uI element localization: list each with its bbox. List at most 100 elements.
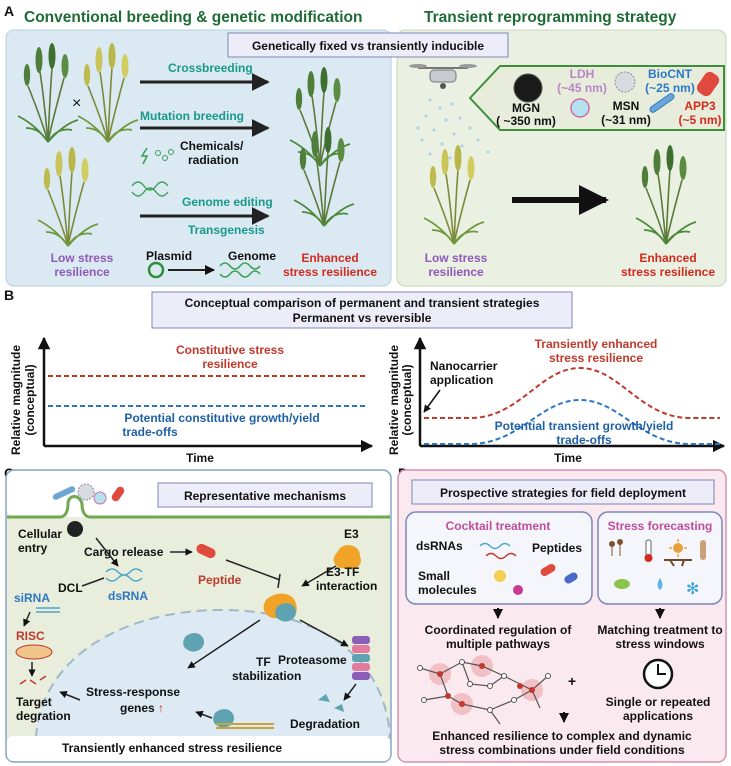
fungus-icon <box>609 539 623 556</box>
biocnt-particle <box>614 71 636 93</box>
proteasome-label: Proteasome <box>278 653 347 667</box>
right-y-label-1: Relative magnitude <box>387 345 401 455</box>
plus-sign: + <box>568 673 576 689</box>
nanocarrier-arrow <box>423 389 441 413</box>
right-red-curve <box>424 366 720 419</box>
matching-line-2: stress windows <box>615 637 705 651</box>
dcl-inhibit <box>81 577 105 587</box>
e3tf-label-2: interaction <box>316 579 377 593</box>
biocnt-tube <box>649 93 675 113</box>
e3-arrow <box>301 565 337 587</box>
dsrna-icon <box>105 568 143 582</box>
complex-to-tf-arrow <box>187 619 261 669</box>
tf-to-genes-arrow <box>195 710 213 719</box>
left-red-label-1: Constitutive stress <box>176 343 284 357</box>
right-blue-label-2: trade-offs <box>556 433 612 447</box>
e3tf-label-1: E3-TF <box>326 565 359 579</box>
clock-icon <box>642 658 674 690</box>
coord-line-2: multiple pathways <box>446 637 550 651</box>
forecast-box <box>597 511 723 605</box>
tf-label-2: stabilization <box>232 669 301 683</box>
cargo-release-label: Cargo release <box>84 545 164 559</box>
panel-b-banner-line2: Permanent vs reversible <box>293 311 432 325</box>
panel-a-letter: A <box>4 3 14 19</box>
degradation-label: Degradation <box>290 717 360 731</box>
nanocarrier-label-1: Nanocarrier <box>430 359 498 373</box>
right-red-label-1: Transiently enhanced <box>535 337 658 351</box>
mgn-entering <box>67 521 83 537</box>
mgn-particle <box>513 73 543 103</box>
single-line-1: Single or repeated <box>606 695 711 709</box>
left-x-label: Time <box>186 451 214 465</box>
degraded-fragments <box>318 694 344 712</box>
enhanced-final-2: stress combinations under field conditio… <box>439 743 685 757</box>
panel-a-right-heading: Transient reprogramming strategy <box>424 9 677 26</box>
forecast-title: Stress forecasting <box>608 519 713 533</box>
nanocarrier-label-2: application <box>430 373 493 387</box>
cocktail-title: Cocktail treatment <box>446 519 551 533</box>
sirna-arrow <box>23 611 31 627</box>
panel-b-banner-line1: Conceptual comparison of permanent and t… <box>185 296 540 310</box>
left-red-label-2: resilience <box>202 357 258 371</box>
proteasome-icon <box>352 636 370 680</box>
genome-label: Genome <box>228 249 276 263</box>
enhanced-right-1: Enhanced <box>639 251 696 265</box>
transgenesis-label: Transgenesis <box>188 223 265 237</box>
dna-icon <box>131 181 169 197</box>
small-molecule-yellow <box>494 570 506 582</box>
mgn-name: MGN <box>512 101 540 115</box>
aphid-icon <box>614 579 630 589</box>
stress-genes-2: genes <box>120 701 155 715</box>
msn-particle <box>570 98 590 118</box>
target-label-1: Target <box>16 695 52 709</box>
chemicals-icon <box>140 147 174 165</box>
panel-c-bottom-strip <box>7 736 390 761</box>
msn-name: MSN <box>613 99 640 113</box>
cargo-to-dsrna-arrow <box>95 537 119 567</box>
low-stress-left-1: Low stress <box>51 251 114 265</box>
water-drop-icon <box>657 578 663 590</box>
panel-c-banner <box>157 482 373 508</box>
drone-icon <box>409 64 477 89</box>
dcl-label: DCL <box>58 581 83 595</box>
mutation-label: Mutation breeding <box>140 109 244 123</box>
sirna-icon <box>36 607 60 613</box>
ldh-size: (~45 nm) <box>557 81 607 95</box>
dsrnas-label: dsRNAs <box>416 539 463 553</box>
mgn-size: ( ~350 nm) <box>496 114 556 128</box>
app3-particle <box>696 71 720 97</box>
crossbreeding-label: Crossbreeding <box>168 61 253 75</box>
coord-line-1: Coordinated regulation of <box>425 623 573 637</box>
snowflake-icon: ✻ <box>686 581 699 598</box>
right-blue-label-1: Potential transient growth/yield <box>495 419 674 433</box>
thermometer-icon <box>644 539 653 562</box>
left-y-label-2: (conceptual) <box>23 364 37 435</box>
nanocarrier-icons <box>52 483 125 505</box>
tf-label-1: TF <box>256 655 271 669</box>
plasmid-icon <box>147 261 165 279</box>
panel-c-banner-text: Representative mechanisms <box>184 489 346 503</box>
risc-label: RISC <box>16 629 45 643</box>
left-blue-label-1: Potential constitutive growth/yield <box>124 411 319 425</box>
e3tf-complex-icon <box>263 593 297 622</box>
tf-dna-icon <box>213 709 234 728</box>
pest-larva-icon <box>700 540 706 560</box>
peptide-icon <box>196 543 216 559</box>
small-molecules-2: molecules <box>418 583 477 597</box>
dsrna-label: dsRNA <box>108 589 148 603</box>
cellular-entry-1: Cellular <box>18 527 62 541</box>
peptide-red-icon <box>540 564 556 576</box>
plasmid-label: Plasmid <box>146 249 192 263</box>
biocnt-size: (~25 nm) <box>645 81 695 95</box>
cell-membrane <box>7 495 390 519</box>
e3-label: E3 <box>344 527 359 541</box>
risc-icon <box>15 644 53 660</box>
cross-sign: × <box>72 95 81 112</box>
left-y-label-1: Relative magnitude <box>9 345 23 455</box>
enhanced-right-2: stress resilience <box>621 265 715 279</box>
peptide-inhibit <box>225 559 281 589</box>
peptide-blue-icon <box>564 572 578 584</box>
network-icon <box>417 655 551 725</box>
sirna-label: siRNA <box>14 591 50 605</box>
